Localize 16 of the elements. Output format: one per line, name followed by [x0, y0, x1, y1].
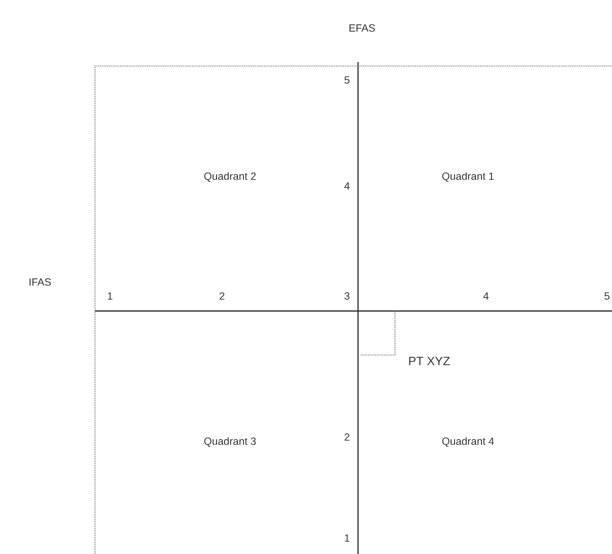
tick-label: 3 — [344, 292, 350, 300]
quadrant-label: Quadrant 4 — [442, 437, 494, 447]
quadrant-label: Quadrant 1 — [442, 172, 494, 182]
tick-label: 1 — [344, 534, 350, 542]
quadrant-label: Quadrant 3 — [204, 437, 256, 447]
tick-label: 1 — [108, 292, 112, 300]
axis-title: IFAS — [30, 278, 51, 286]
tick-label: 2 — [344, 433, 350, 441]
axis-title: EFAS — [349, 24, 375, 32]
quadrant-label: Quadrant 2 — [204, 172, 256, 182]
point-label: PT XYZ — [409, 356, 450, 366]
tick-label: 2 — [220, 292, 224, 300]
tick-label: 4 — [483, 292, 489, 300]
tick-label: 5 — [604, 292, 610, 300]
tick-label: 4 — [344, 182, 350, 190]
tick-label: 5 — [344, 76, 350, 84]
